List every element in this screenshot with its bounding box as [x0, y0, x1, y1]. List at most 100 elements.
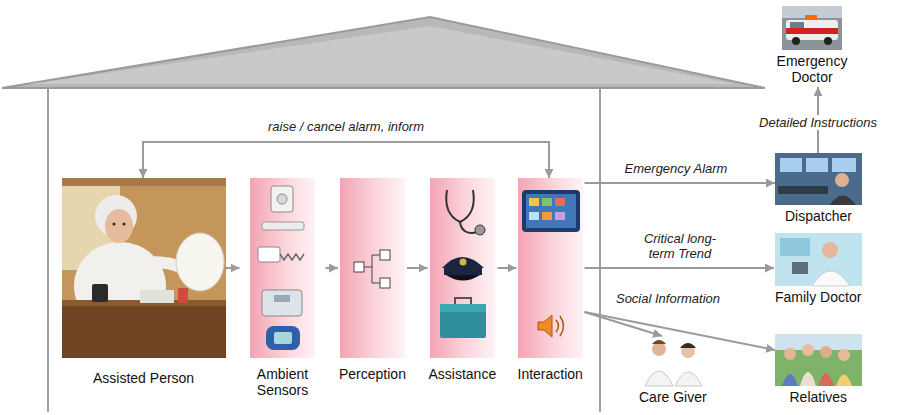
perception-column	[380, 250, 390, 260]
edge-label: Social Information	[614, 291, 722, 306]
sensor-column	[274, 332, 292, 344]
interaction-column	[529, 212, 539, 220]
dispatcher-photo	[835, 173, 849, 187]
interaction-column	[556, 316, 564, 336]
interaction-column	[522, 190, 580, 232]
relatives-photo	[836, 375, 852, 387]
interaction-column	[518, 178, 583, 358]
interaction-column	[555, 198, 565, 206]
assistance-column	[446, 275, 480, 281]
node-box: Emergency Doctor	[771, 6, 853, 87]
assisted-person-photo	[140, 290, 174, 303]
family-doctor-photo	[775, 233, 862, 286]
sensor-column	[250, 178, 315, 358]
ambulance-photo	[782, 6, 842, 50]
ambulance-photo	[782, 6, 842, 50]
care-giver-photo	[652, 340, 666, 344]
interaction-column	[529, 198, 539, 206]
assisted-person-photo	[112, 222, 115, 225]
assisted-person-photo	[62, 178, 226, 186]
ambulance-photo	[805, 15, 817, 20]
family-doctor-photo	[792, 262, 808, 274]
node-box: Ambient Sensors	[240, 178, 326, 400]
perception-column	[380, 278, 390, 288]
relatives-photo	[775, 334, 862, 350]
ambulance-photo	[786, 28, 838, 34]
edge-label: raise / cancel alarm, inform	[266, 119, 426, 134]
relatives-photo	[818, 373, 834, 386]
dispatcher-photo	[780, 158, 802, 172]
edge-label: Emergency Alarm	[623, 161, 730, 176]
connector-arrow	[498, 267, 517, 269]
node-label: Dispatcher	[785, 208, 852, 224]
node-box: Family Doctor	[774, 233, 863, 307]
assisted-person-photo	[62, 300, 226, 358]
node-label: Interaction	[518, 366, 583, 382]
interaction-column	[542, 198, 552, 206]
relatives-photo	[802, 344, 814, 356]
assisted-person-photo	[176, 233, 224, 291]
node-label: Emergency Doctor	[772, 53, 852, 85]
connector-arrow	[143, 142, 549, 178]
family-doctor-photo	[775, 233, 862, 286]
node-box: Assisted Person	[62, 178, 226, 388]
house-outline	[48, 89, 600, 412]
connector-arrow	[226, 267, 240, 269]
connector-arrow	[585, 312, 776, 350]
relatives-photo	[784, 348, 796, 360]
sensor-column	[262, 290, 302, 316]
node-label: Family Doctor	[775, 289, 861, 305]
ambulance-photo	[786, 20, 838, 40]
assisted-person-photo	[178, 288, 188, 303]
sensor-column	[271, 186, 293, 212]
sensor-column	[258, 247, 280, 262]
sensor-column	[262, 222, 304, 230]
connector-arrow	[407, 267, 428, 269]
connector-arrow	[326, 267, 339, 269]
connector-arrow	[585, 312, 663, 336]
node-box: Care Giver	[638, 336, 708, 407]
node-box: Assistance	[428, 178, 498, 384]
node-label: Care Giver	[639, 389, 707, 405]
relatives-photo	[820, 346, 832, 358]
family-doctor-photo	[780, 238, 810, 256]
dispatcher-photo	[778, 186, 828, 194]
assisted-person-photo	[62, 178, 226, 358]
family-doctor-photo	[822, 242, 838, 258]
care-giver-photo	[675, 372, 702, 386]
node-box: Perception	[338, 178, 407, 384]
care-giver-photo	[680, 343, 696, 348]
assistance-column	[475, 225, 485, 235]
ambulance-photo	[790, 22, 804, 28]
node-label: Assistance	[429, 366, 497, 382]
connector-arrow	[585, 267, 775, 269]
assistance-column	[455, 298, 471, 304]
ambulance-photo	[824, 37, 832, 45]
perception-column	[340, 178, 405, 358]
connector-arrow	[585, 182, 776, 184]
interaction-column	[555, 212, 565, 220]
assisted-person-photo	[92, 284, 108, 302]
care-giver-photo	[645, 371, 673, 386]
node-label: Relatives	[790, 389, 848, 405]
care-giver-photo	[681, 344, 695, 358]
care-giver-photo	[638, 336, 708, 386]
perception-column	[354, 262, 364, 272]
interaction-column	[518, 178, 583, 358]
family-doctor-photo	[812, 271, 850, 286]
interaction-column	[526, 194, 576, 228]
assistance-column	[440, 310, 486, 338]
assistance-column	[430, 178, 495, 358]
assistance-column	[444, 266, 482, 275]
relatives-photo	[775, 334, 862, 386]
house-outline	[2, 17, 765, 88]
node-label: Assisted Person	[93, 370, 194, 386]
relatives-photo	[800, 372, 816, 386]
house-outline	[30, 26, 735, 84]
perception-column	[364, 255, 380, 283]
perception-column	[340, 178, 405, 358]
ambulance-photo	[792, 37, 800, 45]
